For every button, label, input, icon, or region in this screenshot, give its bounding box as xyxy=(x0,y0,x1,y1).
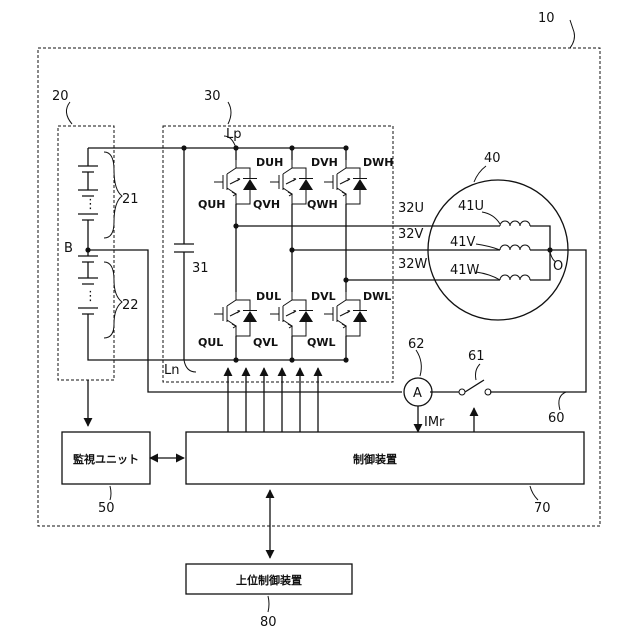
diode-vh-label: DVH xyxy=(311,156,338,169)
system-label: 10 xyxy=(538,11,555,26)
switch-uh-label: QUH xyxy=(198,198,226,211)
cell-group-upper-label: 21 xyxy=(122,192,139,207)
host-label: 80 xyxy=(260,615,277,630)
current-signal-label: IMr xyxy=(424,415,445,430)
switch-vh-label: QVH xyxy=(253,198,280,211)
midpoint-label: B xyxy=(64,241,73,256)
monitor-unit-text: 監視ユニット xyxy=(73,452,139,466)
battery-label: 20 xyxy=(52,89,69,104)
line-u-label: 32U xyxy=(398,201,424,216)
gate-signals xyxy=(228,368,318,432)
monitor-unit: 監視ユニット 50 xyxy=(62,432,150,516)
ammeter-symbol: A xyxy=(413,386,422,401)
battery-pack: 20 ⋮ 21 B ⋮ 22 xyxy=(52,89,139,380)
line-w-label: 32W xyxy=(398,257,428,272)
switch-ul-label: QUL xyxy=(198,336,223,349)
capacitor-label: 31 xyxy=(192,261,209,276)
svg-text:⋮: ⋮ xyxy=(84,197,97,212)
controller: 制御装置 70 xyxy=(186,432,584,516)
neutral-line-label: 60 xyxy=(548,411,565,426)
diode-vl-label: DVL xyxy=(311,290,336,303)
motor: 40 41U 41V 41W O xyxy=(428,151,568,320)
switch-vl-label: QVL xyxy=(253,336,278,349)
coil-u-label: 41U xyxy=(458,199,484,214)
switch-label: 61 xyxy=(468,349,485,364)
switch-wh-label: QWH xyxy=(307,198,338,211)
diode-wh-label: DWH xyxy=(363,156,393,169)
line-v-label: 32V xyxy=(398,227,424,242)
diode-uh-label: DUH xyxy=(256,156,283,169)
diode-ul-label: DUL xyxy=(256,290,281,303)
ammeter-label: 62 xyxy=(408,337,425,352)
switch-wl-label: QWL xyxy=(307,336,336,349)
ammeter: A 62 IMr xyxy=(404,337,445,432)
monitor-label: 50 xyxy=(98,501,115,516)
motor-label: 40 xyxy=(484,151,501,166)
host-controller-text: 上位制御装置 xyxy=(236,573,302,587)
bus-positive-label: Lp xyxy=(226,127,242,142)
host-controller: 上位制御装置 80 xyxy=(186,564,352,630)
svg-text:⋮: ⋮ xyxy=(84,289,97,304)
inverter-label: 30 xyxy=(204,89,221,104)
coil-w-label: 41W xyxy=(450,263,480,278)
bus-negative-label: Ln xyxy=(164,363,179,378)
inverter: 30 Lp Ln 31 DUH DVH DWH QUH QVH QWH DU xyxy=(163,89,393,382)
relay-switch: 61 xyxy=(430,349,491,395)
cell-group-lower-label: 22 xyxy=(122,298,139,313)
coil-v-label: 41V xyxy=(450,235,476,250)
controller-text: 制御装置 xyxy=(353,452,397,466)
controller-label: 70 xyxy=(534,501,551,516)
diode-wl-label: DWL xyxy=(363,290,391,303)
